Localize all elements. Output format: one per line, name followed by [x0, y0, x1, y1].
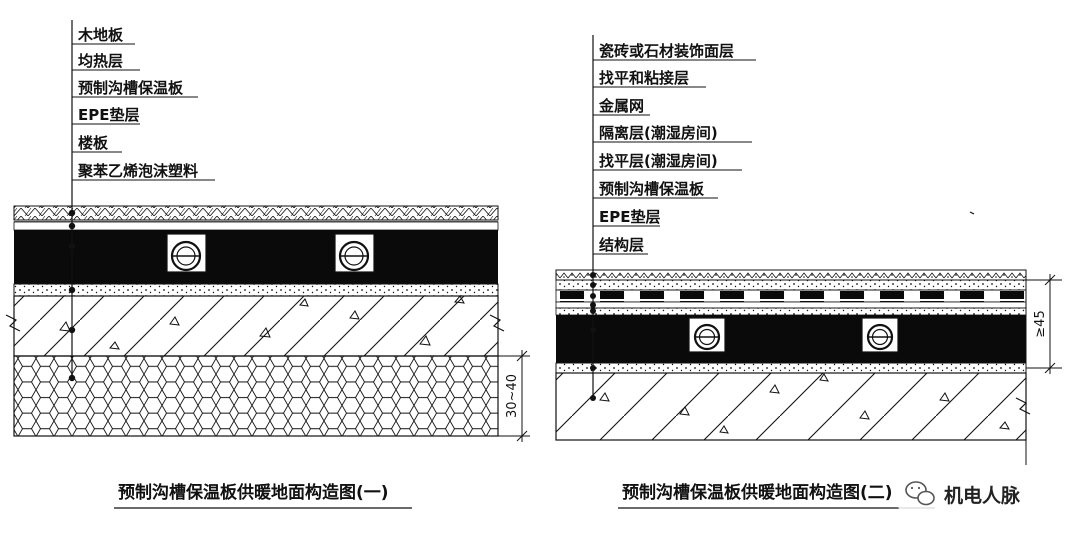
heating-pipe — [861, 317, 899, 353]
label-underlines — [72, 43, 215, 181]
grooved-insulation-board — [14, 230, 498, 284]
leader-dots — [68, 209, 76, 382]
dimension-marker — [498, 350, 530, 442]
layer-label: 金属网 — [598, 97, 644, 115]
polystyrene-foam-layer — [13, 355, 499, 437]
layer-label: 结构层 — [599, 236, 644, 254]
right-labels: 瓷砖或石材装饰面层 找平和粘接层 金属网 隔离层(潮湿房间) 找平层(潮湿房间)… — [598, 42, 734, 254]
layer-label: 预制沟槽保温板 — [78, 79, 184, 97]
right-floor-section: ≥45 瓷砖或石材装饰面层 找平和粘接层 金属网 隔离层(潮湿房间) 找平层(潮… — [555, 35, 1062, 509]
watermark-text: 机电人脉 — [944, 484, 1021, 507]
heating-pipe — [166, 233, 207, 273]
leveling-layer — [555, 307, 1027, 316]
watermark: 机电人脉 — [898, 478, 1054, 510]
epe-layer — [555, 362, 1027, 374]
leader-dots — [590, 272, 596, 401]
layer-label: 木地板 — [77, 26, 124, 44]
metal-mesh-layer — [555, 289, 1027, 303]
wood-floor-layer — [13, 205, 499, 221]
layer-label: 预制沟槽保温板 — [599, 180, 705, 198]
floor-slab — [13, 295, 499, 357]
layer-label: 找平和粘接层 — [599, 69, 689, 87]
tile-finish-layer — [555, 269, 1027, 281]
grooved-insulation-board — [556, 315, 1026, 363]
right-caption: 预制沟槽保温板供暖地面构造图(二) — [622, 482, 893, 503]
layer-label: 聚苯乙烯泡沫塑料 — [77, 162, 198, 180]
epe-layer — [13, 283, 499, 297]
dimension-marker — [1025, 274, 1062, 465]
left-caption: 预制沟槽保温板供暖地面构造图(一) — [118, 482, 389, 503]
aggregate-marks — [59, 295, 465, 350]
heating-pipe — [688, 317, 726, 353]
layer-label: EPE垫层 — [78, 106, 140, 124]
left-labels: 木地板 均热层 预制沟槽保温板 EPE垫层 楼板 聚苯乙烯泡沫塑料 — [77, 26, 198, 180]
isolation-layer — [555, 301, 1027, 309]
leveling-bonding-layer — [555, 279, 1027, 291]
structural-layer — [555, 372, 1027, 441]
wechat-icon — [905, 481, 935, 506]
heating-pipe — [334, 233, 375, 273]
right-dimension-label: ≥45 — [1033, 310, 1048, 337]
aggregate-marks — [599, 373, 1010, 434]
left-floor-section: 30~40 木地板 均热层 预制沟槽保温板 EPE垫层 楼板 聚苯乙烯泡沫塑料 … — [5, 20, 530, 509]
label-underlines — [593, 59, 756, 255]
layer-label: 找平层(潮湿房间) — [599, 152, 718, 170]
layer-label: 隔离层(潮湿房间) — [599, 124, 718, 142]
layer-label: EPE垫层 — [599, 208, 661, 226]
layer-label: 楼板 — [78, 134, 109, 152]
heat-equalizing-layer — [13, 221, 499, 231]
layer-label: 瓷砖或石材装饰面层 — [599, 42, 734, 60]
left-dimension-label: 30~40 — [505, 374, 520, 418]
layer-label: 均热层 — [78, 52, 123, 70]
